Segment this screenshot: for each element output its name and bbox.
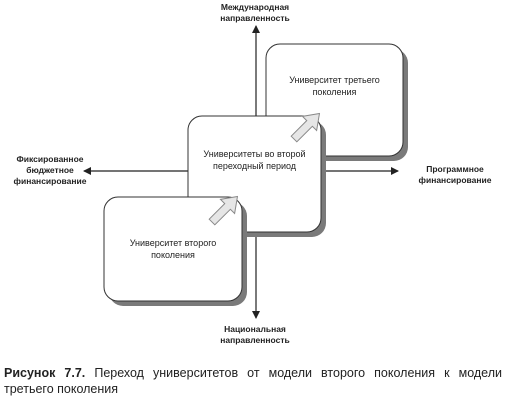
box-transition-label: Университеты во второй переходный период bbox=[188, 116, 321, 232]
axis-label-national: Национальная направленность bbox=[220, 324, 290, 345]
axis-label-international: Международная направленность bbox=[220, 2, 290, 23]
axis-label-fixed-budget: Фиксированное бюджетное финансирование bbox=[13, 154, 87, 186]
caption-number: Рисунок 7.7. bbox=[4, 366, 86, 380]
diagram-canvas bbox=[83, 25, 408, 319]
caption-text: Переход университетов от модели второго … bbox=[4, 366, 502, 396]
box-transition-text: Университеты во второй переходный период bbox=[203, 149, 306, 171]
box-second-generation bbox=[103, 196, 243, 302]
box-second-text: Университет второго поколения bbox=[129, 238, 217, 260]
transition-arrow-lower bbox=[208, 195, 239, 226]
axis-label-program-funding: Программное финансирование bbox=[418, 164, 492, 185]
transition-arrow-upper bbox=[290, 112, 321, 143]
figure-caption: Рисунок 7.7. Переход университетов от мо… bbox=[4, 365, 502, 397]
box-second-label: Университет второго поколения bbox=[104, 197, 242, 301]
box-third-text: Университет третьего поколения bbox=[289, 75, 380, 97]
box-third-label: Университет третьего поколения bbox=[266, 44, 403, 156]
